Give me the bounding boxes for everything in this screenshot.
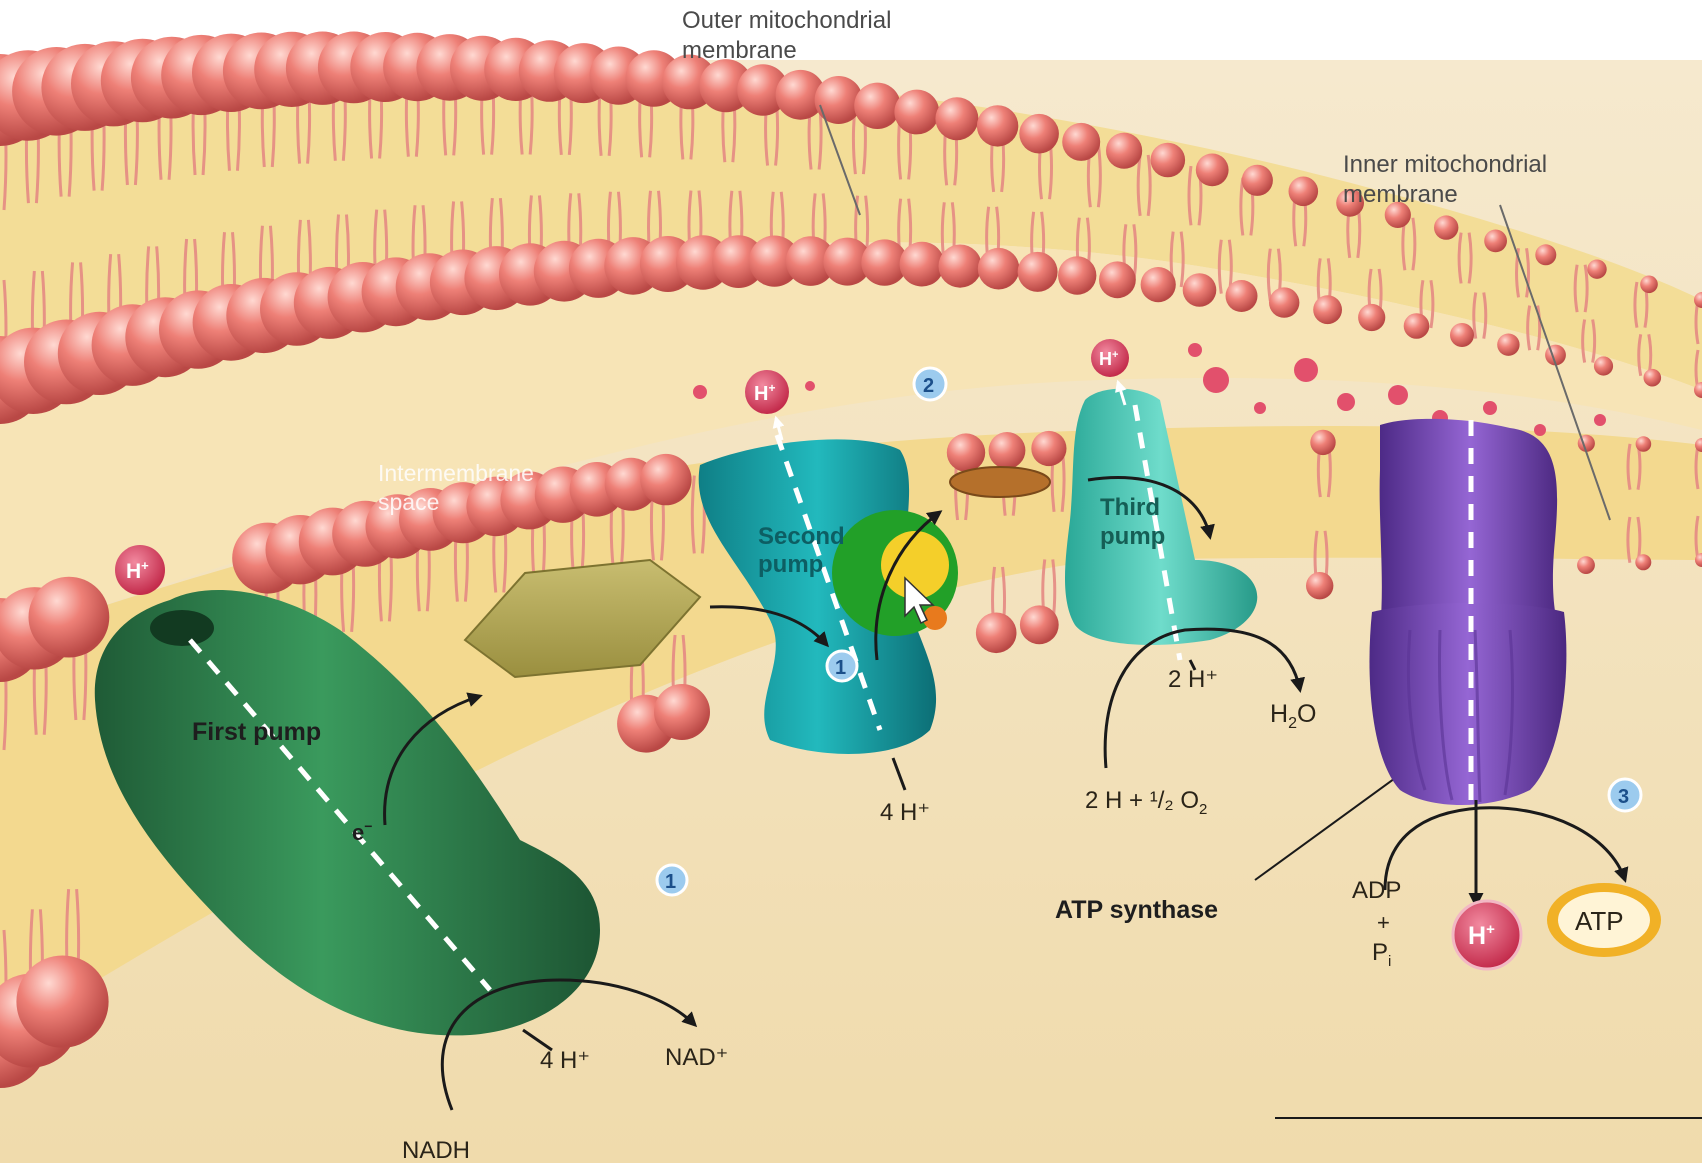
intermembrane-label-line1: Intermembrane: [378, 460, 534, 486]
proton-badge-atp-synthase: H+: [1453, 901, 1521, 969]
phospholipid-head: [1594, 356, 1613, 375]
phospholipid-head: [1306, 572, 1333, 599]
svg-text:2: 2: [923, 375, 934, 397]
phospholipid-head: [1587, 260, 1606, 279]
phospholipid-head: [1031, 431, 1066, 466]
second-pump-4h-label: 4 H⁺: [880, 799, 930, 826]
phospholipid-head: [1151, 143, 1186, 178]
phospholipid-head: [1106, 133, 1142, 169]
phospholipid-head: [1269, 287, 1299, 317]
phospholipid-head: [1289, 177, 1319, 207]
phospholipid-head: [1058, 256, 1096, 294]
outer-membrane-label-line1: Outer mitochondrial: [682, 7, 891, 34]
outer-membrane-label-line2: membrane: [682, 37, 797, 64]
phospholipid-head: [1062, 123, 1100, 161]
step-badge-2: 2: [914, 368, 946, 400]
plus-label: +: [1377, 910, 1390, 935]
phospholipid-head: [1640, 276, 1658, 294]
phospholipid-head: [1497, 334, 1519, 356]
svg-text:1: 1: [835, 657, 846, 679]
svg-text:3: 3: [1618, 786, 1629, 808]
step-badge-1-matrix: 1: [657, 865, 687, 895]
phospholipid-head: [935, 97, 978, 140]
phospholipid-head: [1484, 230, 1507, 253]
intermembrane-label-line2: space: [378, 489, 439, 515]
phospholipid-head: [29, 577, 110, 658]
phospholipid-head: [978, 248, 1020, 290]
phospholipid-head: [16, 956, 108, 1048]
phospholipid-head: [654, 684, 710, 740]
phospholipid-head: [1404, 313, 1430, 339]
phospholipid-head: [1018, 252, 1058, 292]
phospholipid-head: [1434, 215, 1458, 239]
phospholipid-head: [1636, 436, 1652, 452]
phospholipid-head: [894, 90, 939, 135]
phospholipid-head: [1226, 280, 1258, 312]
phospholipid-head: [1196, 154, 1229, 187]
phospholipid-head: [900, 242, 945, 287]
second-pump-label-line1: Second: [758, 523, 845, 550]
step-badge-1-second-pump: 1: [827, 651, 857, 681]
third-pump-label-line1: Third: [1100, 494, 1160, 521]
phospholipid-head: [1313, 295, 1342, 324]
phospholipid-head: [1183, 273, 1217, 307]
phospholipid-head: [1535, 244, 1556, 265]
phospholipid-head: [947, 433, 985, 471]
proton-badge-left: H+: [115, 545, 165, 595]
atp-label: ATP: [1575, 906, 1624, 936]
proton-badge-third-pump: H+: [1091, 339, 1129, 377]
phospholipid-head: [1242, 165, 1273, 196]
phospholipid-head: [1019, 114, 1059, 154]
nad-plus-label: NAD⁺: [665, 1044, 728, 1071]
brown-carrier: [950, 467, 1050, 497]
electron-sup: −: [364, 818, 372, 834]
adp-label: ADP: [1352, 877, 1401, 904]
electron-label: e: [352, 820, 364, 845]
atp-badge: ATP: [1547, 883, 1661, 957]
first-pump-label: First pump: [192, 718, 321, 746]
phospholipid-head: [1577, 556, 1595, 574]
third-pump-2h-label: 2 H⁺: [1168, 666, 1218, 693]
phospholipid-head: [1099, 261, 1136, 298]
phospholipid-head: [640, 454, 691, 505]
svg-text:1: 1: [665, 871, 676, 893]
proton-badge-second-pump: H+: [745, 370, 789, 414]
first-pump-4h-label: 4 H⁺: [540, 1047, 590, 1074]
phospholipid-head: [989, 432, 1026, 469]
inner-membrane-label-line2: membrane: [1343, 181, 1458, 208]
atp-synthase: [1369, 419, 1566, 805]
phospholipid-head: [854, 83, 900, 129]
phospholipid-head: [1450, 323, 1474, 347]
step-badge-3: 3: [1609, 779, 1641, 811]
second-pump-label-line2: pump: [758, 551, 823, 578]
phospholipid-head: [939, 245, 982, 288]
third-pump-label-line2: pump: [1100, 523, 1165, 550]
phospholipid-head: [976, 613, 1017, 654]
oxygen-equation-label: 2 H + ¹/₂ O2: [1085, 787, 1207, 818]
phospholipid-head: [1644, 369, 1662, 387]
phospholipid-head: [1635, 554, 1651, 570]
atp-synthase-label: ATP synthase: [1055, 896, 1218, 924]
nadh-label: NADH: [402, 1137, 470, 1163]
phospholipid-head: [1310, 430, 1335, 455]
phospholipid-head: [1358, 304, 1385, 331]
phospholipid-head: [1020, 605, 1059, 644]
inner-membrane-label-line1: Inner mitochondrial: [1343, 151, 1547, 178]
phospholipid-head: [977, 105, 1018, 146]
phospholipid-head: [1141, 267, 1176, 302]
